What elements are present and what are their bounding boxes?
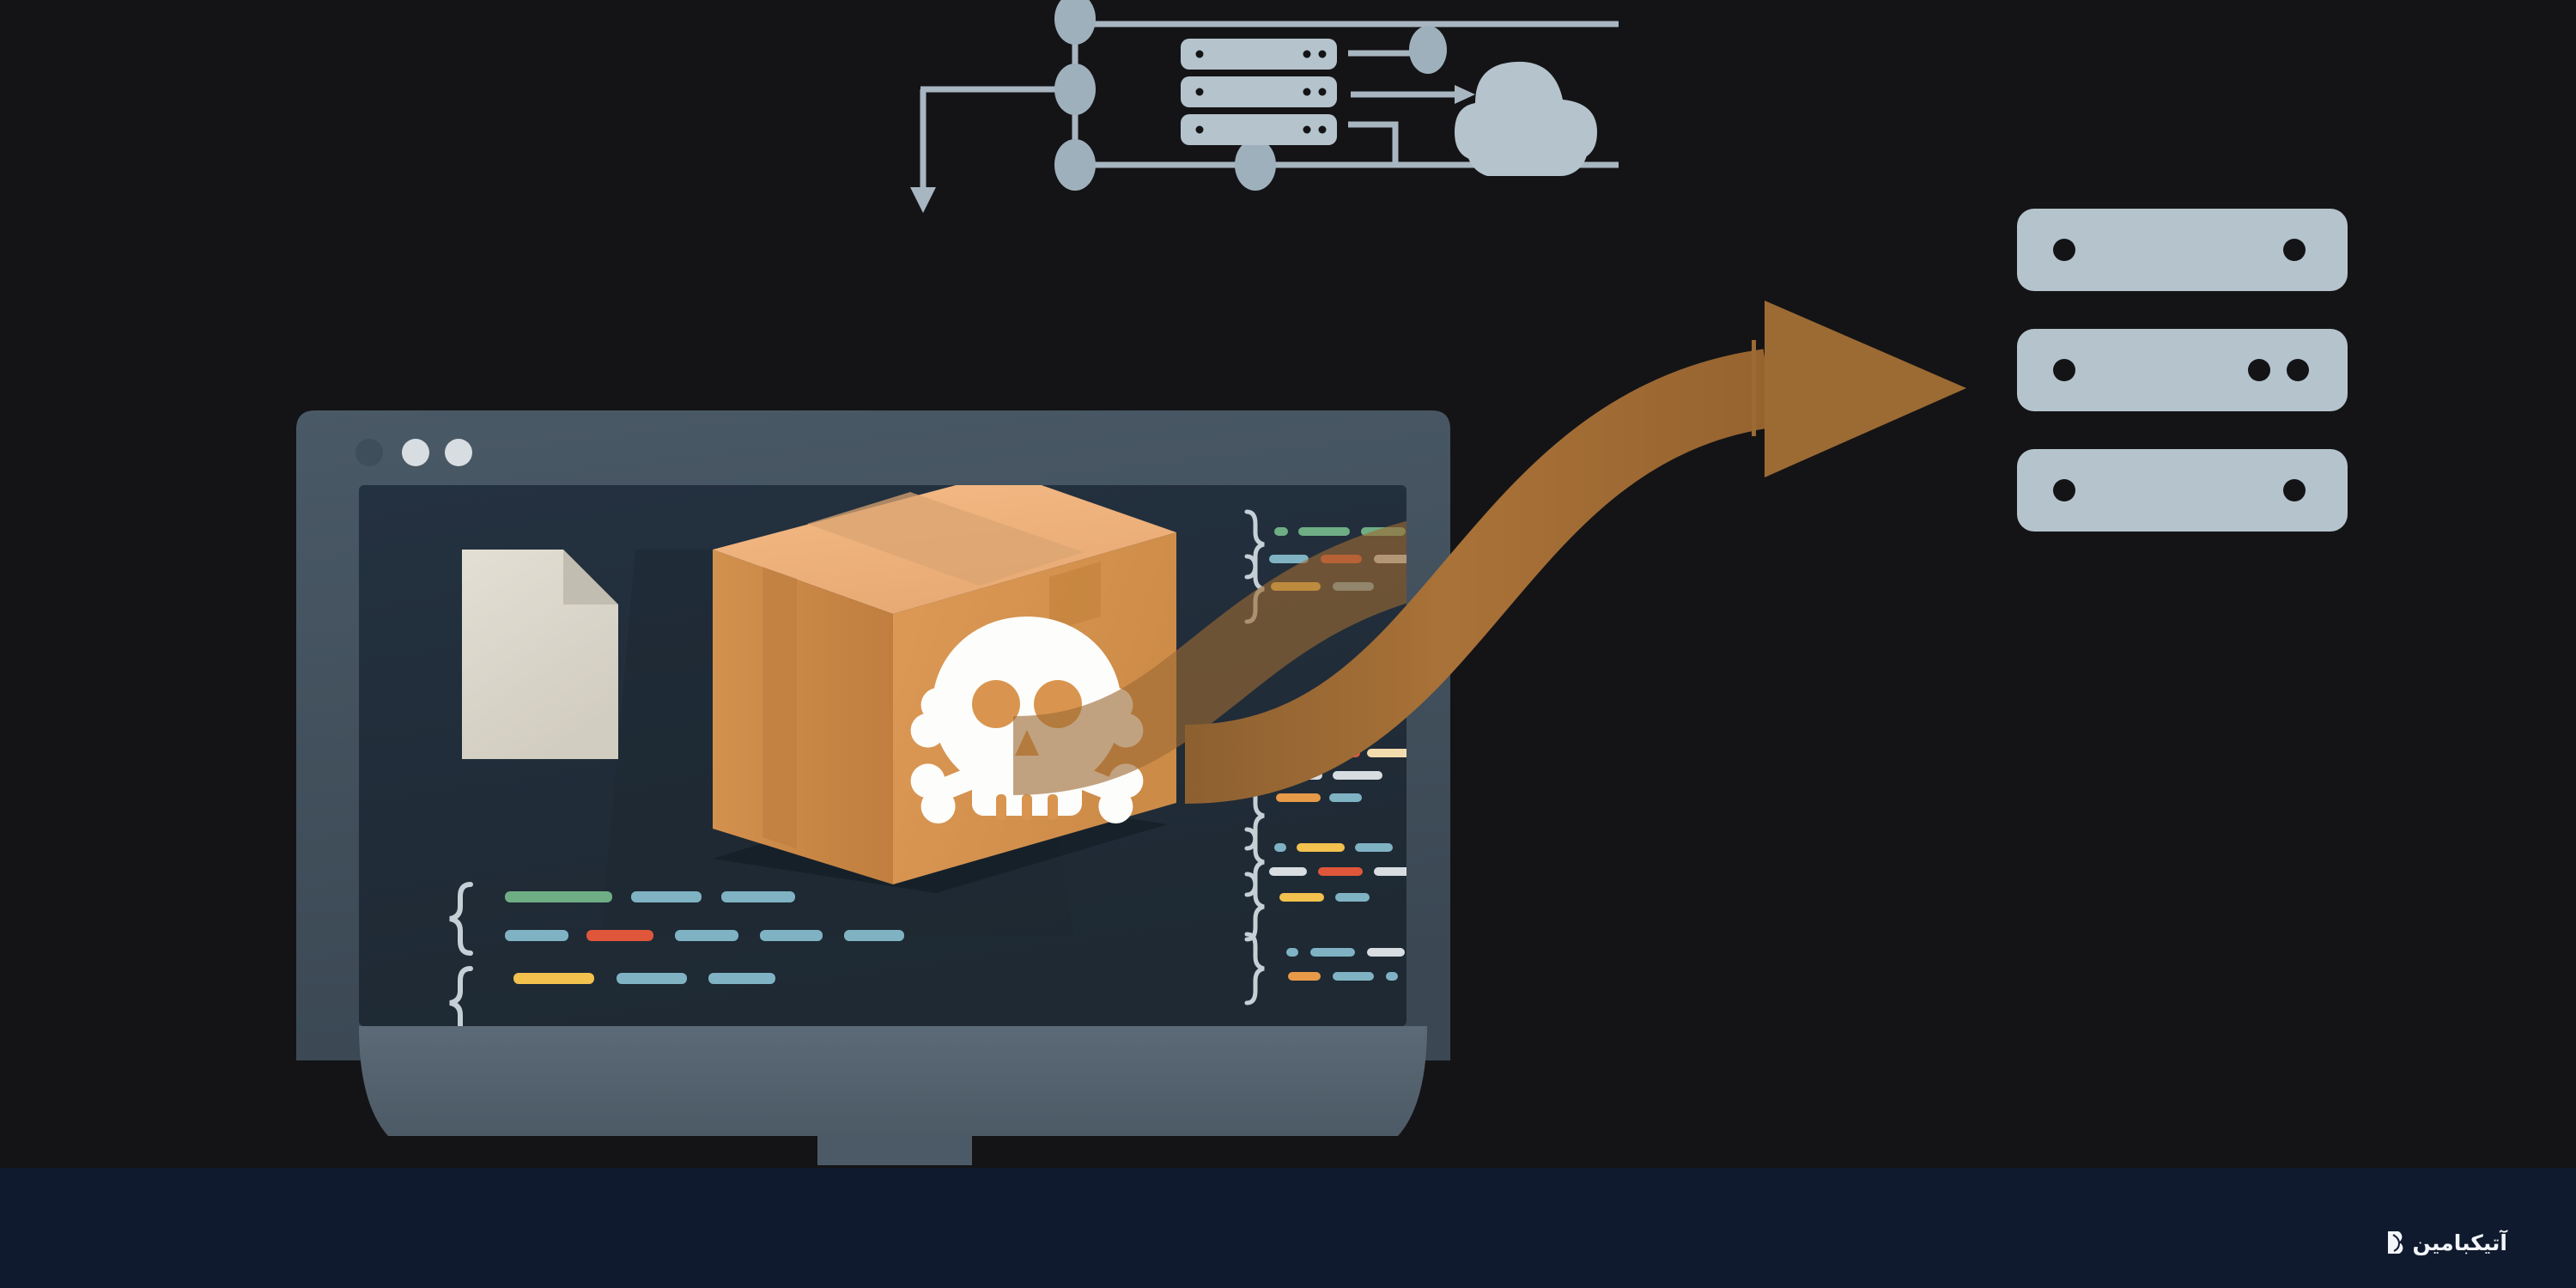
- code-token: [1367, 948, 1405, 957]
- code-token: [1310, 948, 1355, 957]
- code-token: [505, 891, 612, 902]
- server-led: [1318, 50, 1327, 58]
- code-token: [1274, 527, 1288, 536]
- window-dot-maximize-icon[interactable]: [445, 439, 472, 466]
- code-token: [1269, 555, 1309, 563]
- footer-bar: [0, 1168, 2576, 1288]
- screen-contents: [449, 485, 1406, 1026]
- diagram-node-bottom-left: [1054, 139, 1096, 191]
- code-token: [617, 973, 687, 984]
- diagram-server-1: [1181, 39, 1337, 70]
- target-server-3: [2017, 449, 2348, 532]
- code-token: [631, 891, 702, 902]
- window-dot-close-icon[interactable]: [355, 439, 383, 466]
- server-led: [2053, 479, 2075, 501]
- code-block-right-3: [1244, 827, 1406, 942]
- server-led: [2283, 479, 2306, 501]
- malicious-package-icon: [713, 485, 1176, 893]
- code-token: [721, 891, 795, 902]
- diagram-nodes: [1054, 0, 1447, 191]
- code-token: [1333, 972, 1374, 981]
- server-led: [2283, 239, 2306, 261]
- target-server-rack: [2017, 209, 2348, 532]
- diagram-node-top-left: [1054, 0, 1096, 45]
- diagram-server-3: [1181, 114, 1337, 145]
- server-led: [1303, 50, 1311, 58]
- server-led: [1195, 50, 1204, 58]
- code-token: [1367, 749, 1406, 757]
- diagram-server-2: [1181, 76, 1337, 107]
- code-token: [1386, 972, 1398, 981]
- code-token: [1288, 972, 1321, 981]
- server-led: [1303, 88, 1311, 96]
- arrow-over-screen: [1012, 510, 1406, 795]
- code-token: [1297, 843, 1345, 852]
- laptop-base-notch: [817, 1136, 972, 1165]
- brand-name-label: آتیکبامین: [2412, 1230, 2507, 1255]
- code-token: [844, 930, 904, 941]
- code-token: [1276, 793, 1321, 802]
- arrow-head: [1765, 301, 1966, 477]
- bronze-flow-arrow: [1184, 301, 1966, 804]
- server-led: [2287, 359, 2309, 381]
- server-led: [2053, 359, 2075, 381]
- server-led: [2248, 359, 2270, 381]
- server-led: [1195, 125, 1204, 134]
- code-token: [586, 930, 653, 941]
- code-block-left: [449, 882, 904, 1026]
- code-token: [1333, 771, 1382, 780]
- diagram-server-stack: [1181, 39, 1337, 145]
- code-token: [1355, 843, 1393, 852]
- diagram-node-bottom-mid: [1235, 139, 1276, 191]
- code-token: [675, 930, 738, 941]
- code-token: [1279, 893, 1324, 902]
- code-token: [1335, 893, 1370, 902]
- code-token: [1286, 948, 1298, 957]
- laptop-base: [359, 1026, 1427, 1136]
- target-server-2: [2017, 329, 2348, 411]
- code-token: [1329, 793, 1362, 802]
- cloud-icon: [1455, 61, 1597, 176]
- code-token: [505, 930, 568, 941]
- file-document-icon: [462, 550, 618, 759]
- diagram-node-top-right: [1409, 26, 1447, 74]
- server-led: [1303, 125, 1311, 134]
- code-token: [1298, 527, 1350, 536]
- diagram-cloud-arrowhead: [1455, 85, 1475, 104]
- code-token: [1374, 867, 1406, 876]
- diagram-down-arrowhead: [910, 187, 936, 213]
- code-token: [1274, 843, 1286, 852]
- code-token: [708, 973, 775, 984]
- server-led: [2053, 239, 2075, 261]
- code-token: [1269, 867, 1307, 876]
- server-led: [1195, 88, 1204, 96]
- code-token: [1318, 867, 1363, 876]
- code-token: [760, 930, 823, 941]
- target-server-1: [2017, 209, 2348, 291]
- code-token: [513, 973, 594, 984]
- diagram-link-server3-elbow: [1348, 121, 1399, 165]
- code-block-right-4: [1244, 932, 1405, 1005]
- diagram-node-mid-left: [1054, 64, 1096, 115]
- server-led: [1318, 125, 1327, 134]
- atikbamin-logo[interactable]: آتیکبامین: [2385, 1230, 2507, 1255]
- window-dot-minimize-icon[interactable]: [402, 439, 429, 466]
- brand-mark-icon: [2387, 1231, 2403, 1254]
- server-led: [1318, 88, 1327, 96]
